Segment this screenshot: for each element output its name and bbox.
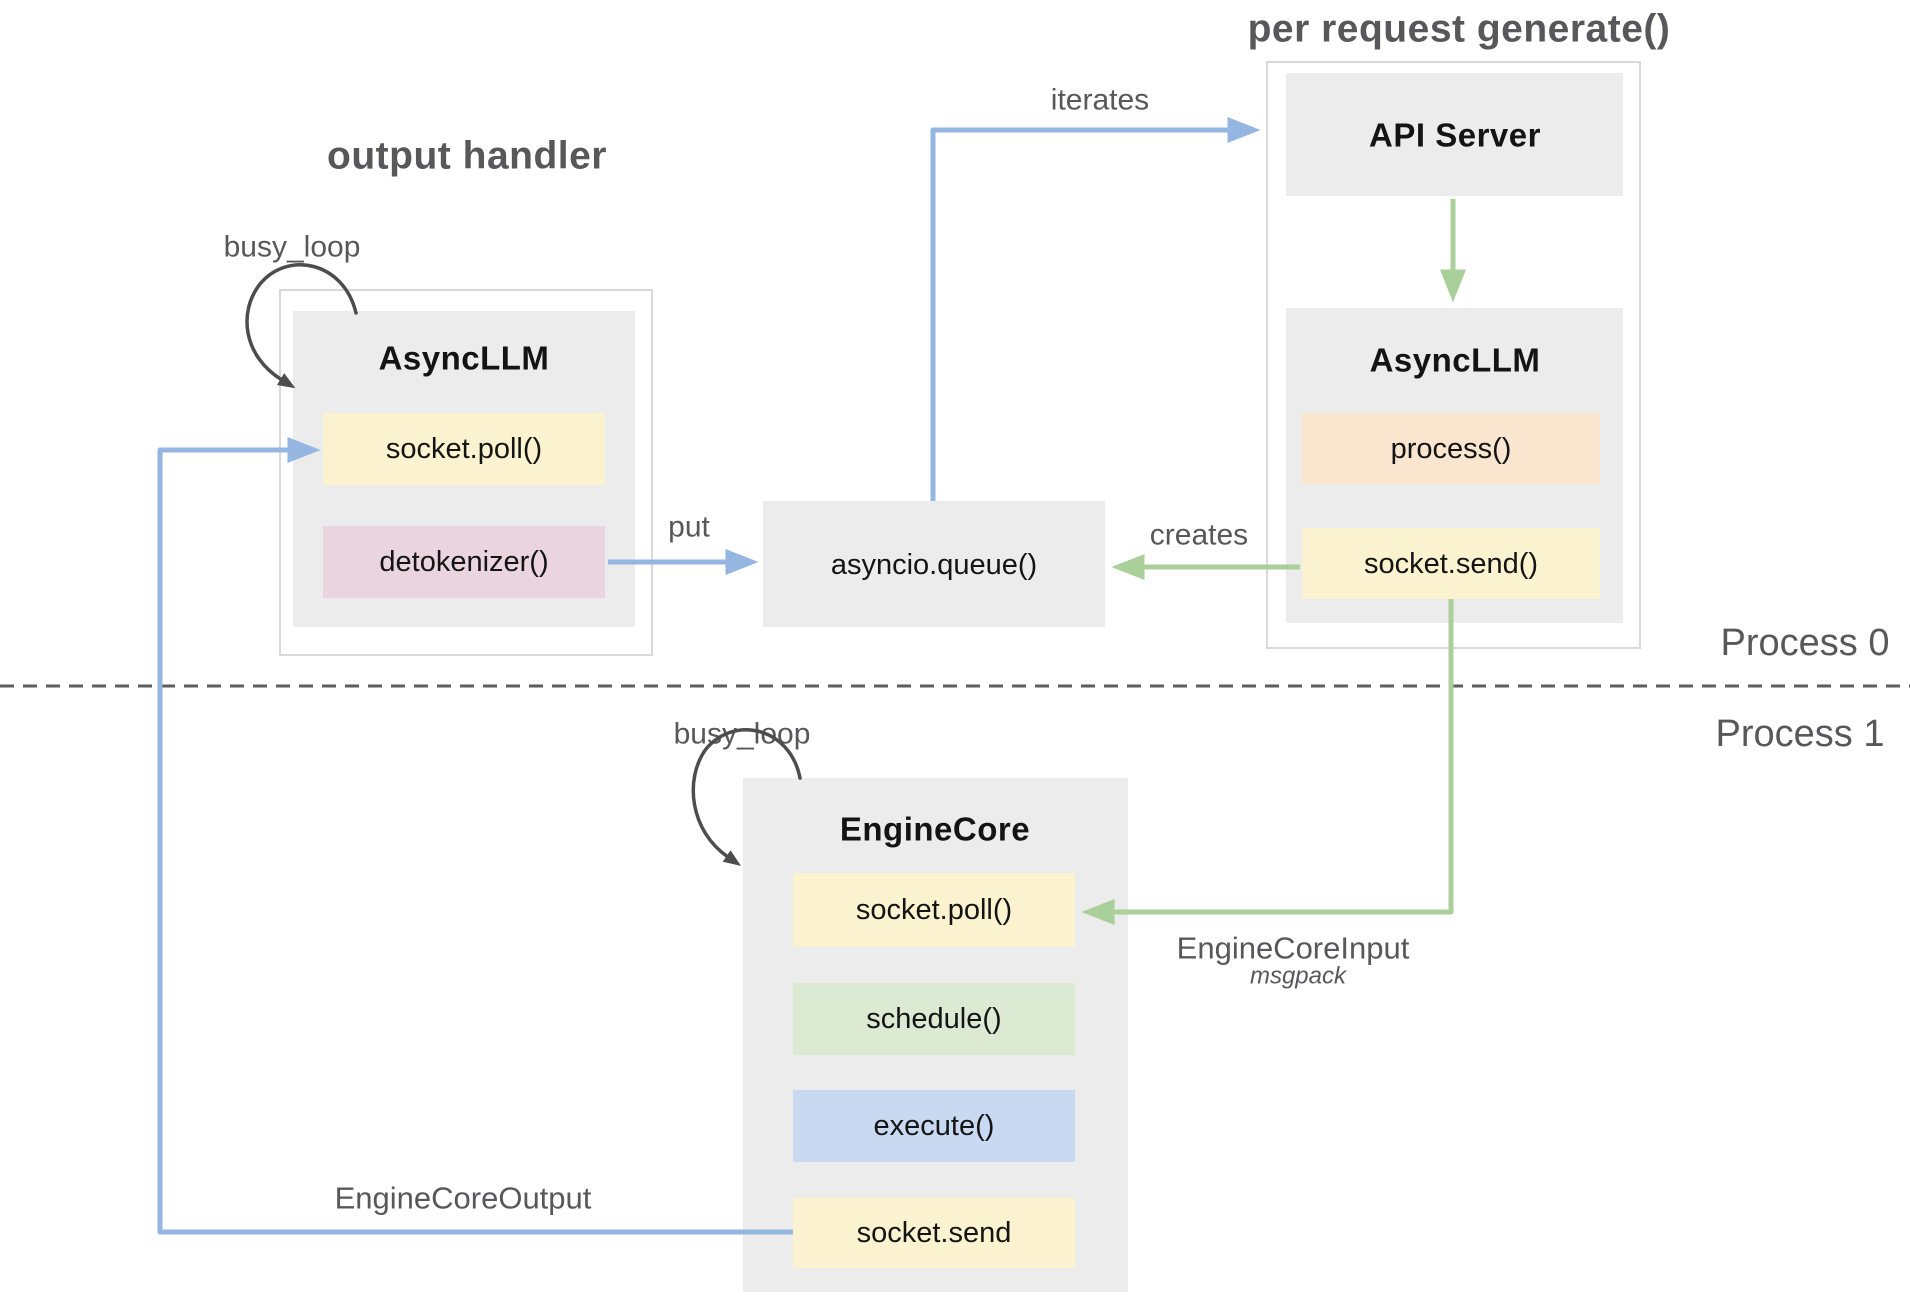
engine-core-input-arrow (1081, 599, 1454, 925)
detokenizer-box (323, 526, 605, 598)
engine-core-title: EngineCore (840, 811, 1030, 848)
iterates-arrow (930, 117, 1261, 501)
engine-core-socket-send-box (793, 1198, 1075, 1268)
busy-loop-top-label: busy_loop (224, 231, 361, 264)
async-llm-left-socket-poll-box (323, 413, 605, 485)
process-label: process() (1391, 433, 1512, 465)
process-1-label: Process 1 (1716, 713, 1885, 755)
schedule-box (793, 983, 1075, 1055)
engine-core-output-arrow (157, 437, 793, 1235)
api-server-label: API Server (1369, 117, 1541, 154)
iterates-label: iterates (1051, 84, 1149, 117)
detokenizer-label: detokenizer() (379, 546, 548, 578)
socket-send-right-box (1302, 528, 1600, 599)
execute-label: execute() (874, 1110, 995, 1142)
per-request-generate-title: per request generate() (1248, 8, 1671, 51)
async-llm-left-title: AsyncLLM (379, 340, 550, 377)
busy-loop-bottom-arrow (691, 728, 802, 866)
put-label: put (668, 511, 710, 544)
engine-core-output-label: EngineCoreOutput (335, 1181, 592, 1216)
process-box (1302, 413, 1600, 484)
async-llm-left-socket-poll-label: socket.poll() (386, 433, 542, 465)
engine-core-socket-poll-box (793, 873, 1075, 947)
async-llm-right-title: AsyncLLM (1370, 342, 1541, 379)
socket-send-right-label: socket.send() (1364, 548, 1538, 580)
process-0-label: Process 0 (1721, 622, 1890, 664)
busy-loop-bottom-label: busy_loop (674, 718, 811, 751)
schedule-label: schedule() (866, 1003, 1001, 1035)
asyncio-queue-label: asyncio.queue() (831, 549, 1037, 581)
creates-label: creates (1150, 519, 1248, 552)
engine-core-input-label: EngineCoreInput (1177, 931, 1410, 966)
engine-core-socket-send-label: socket.send (857, 1217, 1012, 1249)
api-server-box (1286, 73, 1623, 196)
output-handler-title: output handler (327, 135, 607, 178)
msgpack-label: msgpack (1250, 963, 1348, 990)
busy-loop-top-arrow (245, 263, 358, 389)
asyncio-queue-box (763, 501, 1105, 627)
engine-core-socket-poll-label: socket.poll() (856, 894, 1012, 926)
execute-box (793, 1090, 1075, 1162)
